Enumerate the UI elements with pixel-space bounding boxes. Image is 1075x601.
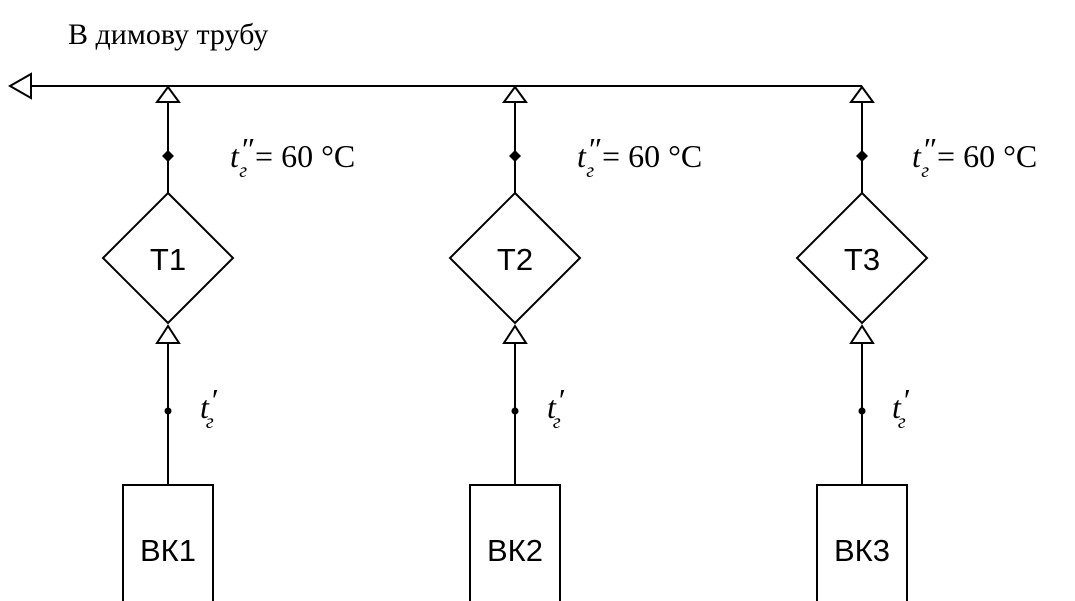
measurement-point-icon: [164, 407, 172, 415]
outlet-temperature-label: t″г = 60 °C: [230, 131, 355, 182]
measurement-point-icon: [511, 407, 519, 415]
inlet-mark: ′: [210, 382, 218, 418]
outlet-value: = 60 °C: [929, 138, 1037, 174]
connection-arrow-icon: [155, 85, 181, 103]
outlet-mark: ″: [240, 131, 254, 167]
boiler-block: [469, 484, 561, 601]
chimney-outlet-arrow-icon: [7, 72, 32, 100]
inlet-temperature-label: t′г: [547, 382, 565, 433]
branch-1: t″г = 60 °C T1 t′г ВК1: [101, 85, 355, 601]
outlet-temperature-label: t″г = 60 °C: [912, 131, 1037, 182]
heat-exchanger-diamond: [101, 191, 235, 325]
diagram-title: В димову трубу: [68, 18, 268, 51]
outlet-mark: ″: [922, 131, 936, 167]
temp-symbol: t: [912, 138, 922, 174]
temp-symbol: t: [892, 389, 902, 425]
temp-subscript: г: [206, 411, 214, 433]
inlet-temperature-label: t′г: [892, 382, 910, 433]
temp-subscript: г: [239, 160, 247, 182]
connection-arrow-icon: [502, 85, 528, 103]
inlet-mark: ′: [557, 382, 565, 418]
connection-arrow-icon: [849, 85, 875, 103]
heat-exchanger-diamond: [448, 191, 582, 325]
connection-arrow-icon: [849, 324, 875, 344]
temp-subscript: г: [898, 411, 906, 433]
temp-symbol: t: [577, 138, 587, 174]
heat-exchanger-diamond: [795, 191, 929, 325]
branch-3: t″г = 60 °C T3 t′г ВК3: [795, 85, 1037, 601]
measurement-point-icon: [858, 407, 866, 415]
inlet-mark: ′: [902, 382, 910, 418]
boiler-block: [122, 484, 214, 601]
heat-exchanger-label: T3: [844, 242, 880, 277]
outlet-value: = 60 °C: [594, 138, 702, 174]
heat-exchanger-label: T2: [497, 242, 533, 277]
temp-subscript: г: [553, 411, 561, 433]
measurement-point-icon: [162, 150, 174, 162]
boiler-label: ВК1: [140, 533, 196, 568]
measurement-point-icon: [509, 150, 521, 162]
temp-subscript: г: [586, 160, 594, 182]
connection-arrow-icon: [155, 324, 181, 344]
boiler-block: [816, 484, 908, 601]
temp-symbol: t: [230, 138, 240, 174]
temp-subscript: г: [921, 160, 929, 182]
outlet-value: = 60 °C: [247, 138, 355, 174]
measurement-point-icon: [856, 150, 868, 162]
temp-symbol: t: [547, 389, 557, 425]
boiler-label: ВК3: [834, 533, 890, 568]
outlet-mark: ″: [587, 131, 601, 167]
heat-exchanger-label: T1: [150, 242, 186, 277]
connection-arrow-icon: [502, 324, 528, 344]
outlet-temperature-label: t″г = 60 °C: [577, 131, 702, 182]
inlet-temperature-label: t′г: [200, 382, 218, 433]
boiler-label: ВК2: [487, 533, 543, 568]
branch-2: t″г = 60 °C T2 t′г ВК2: [448, 85, 702, 601]
temp-symbol: t: [200, 389, 210, 425]
